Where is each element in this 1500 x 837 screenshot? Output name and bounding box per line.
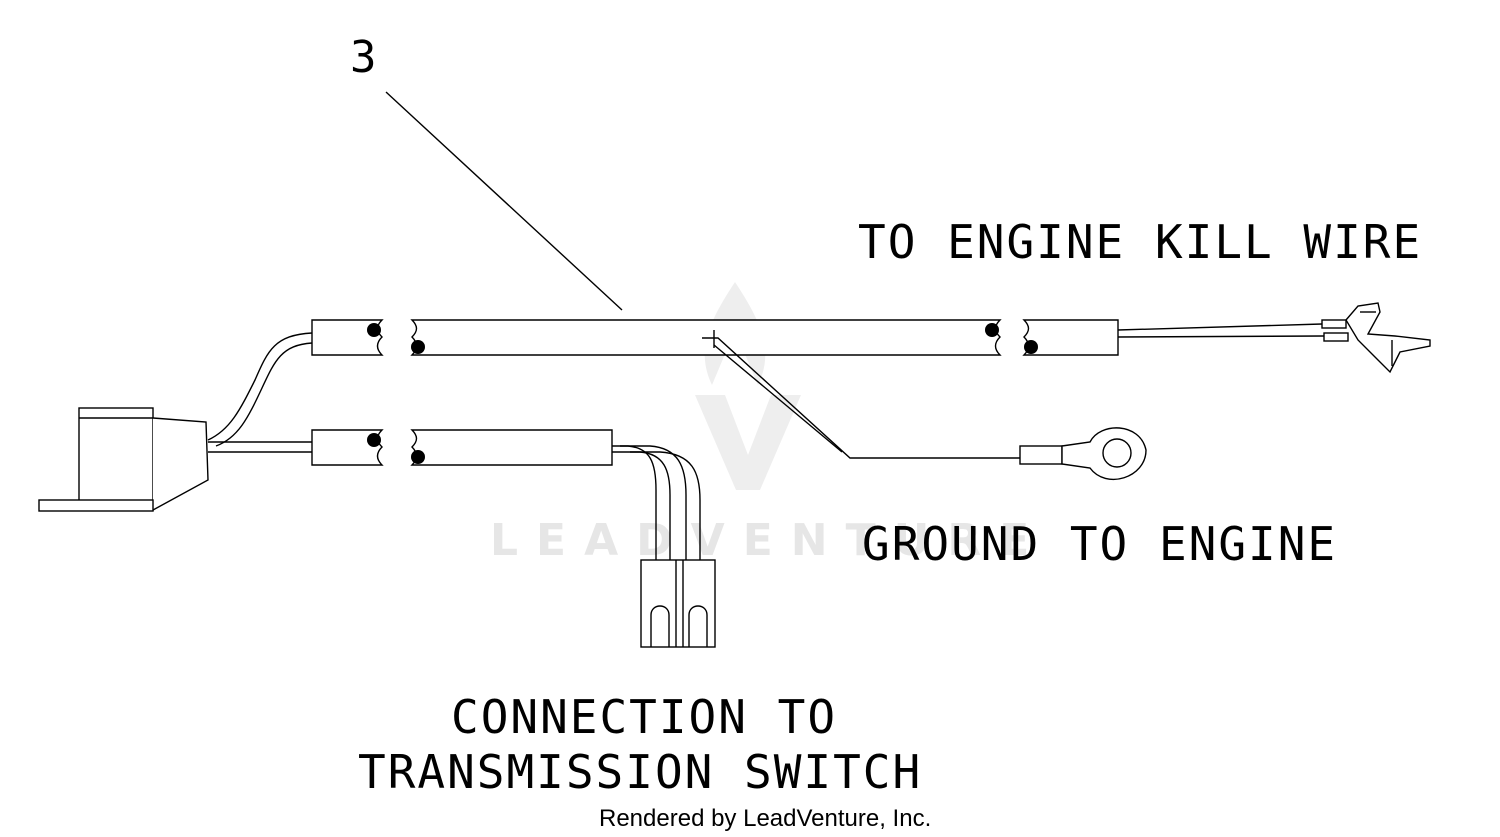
callout-number: 3 bbox=[350, 32, 379, 83]
watermark-text: LEADVENTURE bbox=[490, 515, 1047, 566]
ground-wire bbox=[702, 337, 1020, 459]
callout-leader-line bbox=[385, 91, 623, 311]
kill-wire-2 bbox=[1117, 335, 1325, 338]
transmission-switch-plug-icon bbox=[640, 559, 716, 648]
harness-lines bbox=[38, 91, 1431, 648]
label-connection-to: CONNECTION TO bbox=[451, 690, 837, 744]
wire-to-upper-sheath bbox=[207, 332, 313, 441]
lower-sheath-segment-2 bbox=[410, 429, 613, 466]
switch-wire-3 bbox=[620, 445, 687, 560]
kill-wire-terminal-icon bbox=[1321, 302, 1431, 374]
leadventure-watermark: LEADVENTURE bbox=[490, 282, 1047, 566]
label-ground-to-engine: GROUND TO ENGINE bbox=[862, 517, 1337, 571]
left-connector-housing bbox=[38, 407, 209, 512]
switch-wire-4 bbox=[630, 451, 701, 560]
kill-wire bbox=[1117, 323, 1323, 331]
ground-ring-terminal-icon bbox=[1019, 427, 1147, 480]
upper-sheath-segment-1 bbox=[311, 319, 384, 356]
wire-to-upper-sheath-2 bbox=[215, 342, 313, 447]
lower-sheath-segment-1 bbox=[311, 429, 384, 466]
label-transmission-switch: TRANSMISSION SWITCH bbox=[358, 745, 922, 799]
ground-wire-2 bbox=[713, 344, 843, 453]
upper-sheath-segment-3 bbox=[1022, 319, 1119, 356]
label-engine-kill-wire: TO ENGINE KILL WIRE bbox=[858, 215, 1422, 269]
watermark-logo-icon bbox=[695, 282, 801, 490]
rendered-by-credit: Rendered by LeadVenture, Inc. bbox=[599, 805, 931, 832]
